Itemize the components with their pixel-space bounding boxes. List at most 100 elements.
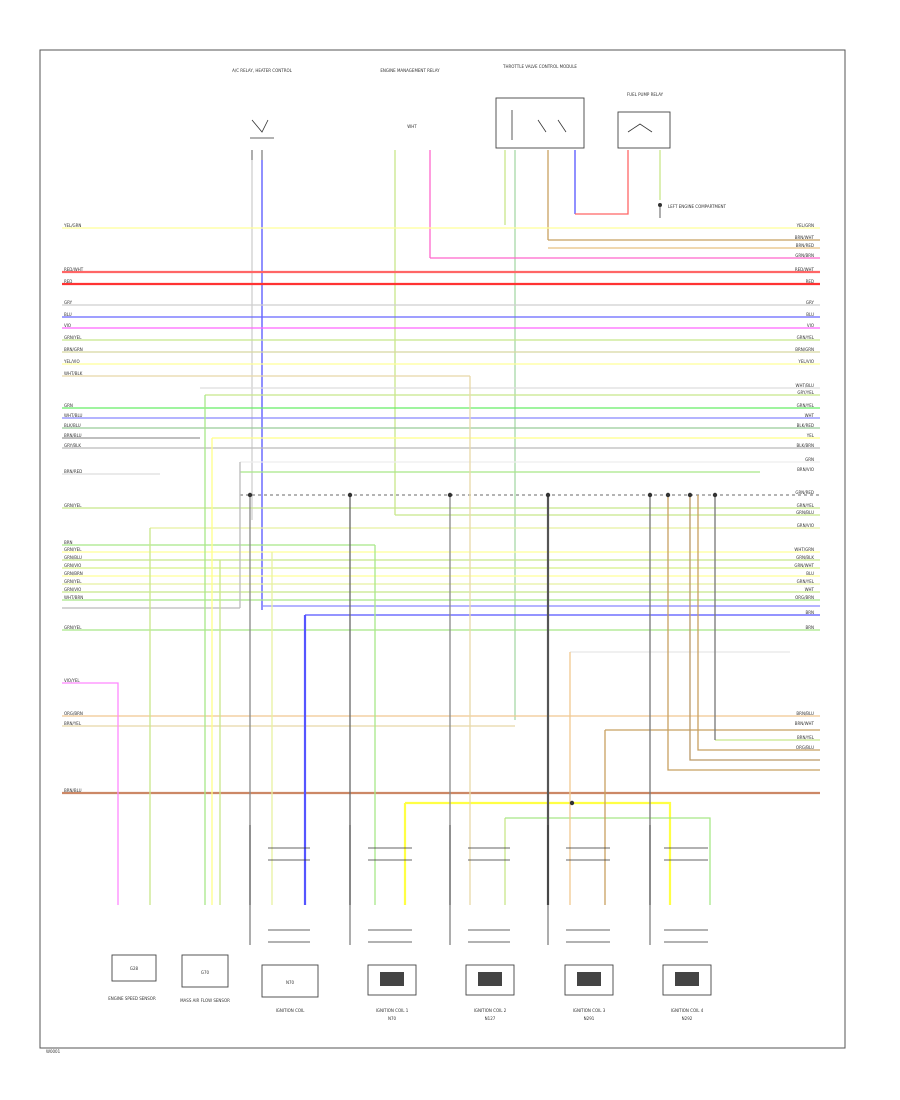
- top-component-b: ENGINE MANAGEMENT RELAY WHT: [380, 68, 440, 129]
- footer-code: W0001: [46, 1049, 61, 1054]
- left-wire-label: GRN/BRN: [64, 571, 83, 576]
- bottom-component-7-label: IGNITION COIL 4: [671, 1008, 704, 1013]
- left-wire-label: VIO/YEL: [64, 678, 80, 683]
- left-wire-label: GRN: [64, 403, 73, 408]
- right-wire-label: GRN/WHT: [794, 563, 814, 568]
- left-wire-label: BRN/RED: [64, 469, 82, 474]
- bottom-component-7: IGNITION COIL 4 N292: [649, 825, 712, 1021]
- bottom-component-3-label: IGNITION COIL: [276, 1008, 306, 1013]
- left-wire-label: RED/WHT: [64, 267, 84, 272]
- left-wire-label: WHT/BLU: [64, 413, 83, 418]
- right-wire-label: BRN/BLU: [796, 711, 814, 716]
- left-wire-label: BRN/BLU: [64, 788, 82, 793]
- left-wire-labels: YEL/GRNRED/WHTREDGRYBLUVIOGRN/YELBRN/GRN…: [63, 223, 84, 793]
- right-wire-label: ORG/BLU: [796, 745, 814, 750]
- right-wire-label: GRN/YEL: [797, 403, 815, 408]
- right-wire-label: VIO: [807, 323, 814, 328]
- bottom-component-1-label: ENGINE SPEED SENSOR: [108, 996, 156, 1001]
- bottom-component-6-label: IGNITION COIL 3: [573, 1008, 606, 1013]
- ground-symbol: LEFT ENGINE COMPARTMENT: [658, 203, 726, 218]
- bottom-component-5-label: IGNITION COIL 2: [474, 1008, 507, 1013]
- top-component-a-label: A/C RELAY, HEATER CONTROL: [232, 68, 292, 73]
- left-wire-label: VIO: [64, 323, 71, 328]
- right-wire-label: GRN/RED: [795, 490, 814, 495]
- left-wire-label: GRN/YEL: [64, 579, 82, 584]
- right-wire-label: GRN: [805, 457, 814, 462]
- junction-dots: [247, 492, 718, 806]
- left-wire-label: GRN/VIO: [64, 563, 81, 568]
- left-wire-label: GRN/BLU: [64, 555, 82, 560]
- right-wire-label: BRN/GRN: [795, 347, 814, 352]
- right-wire-label: BRN/RED: [796, 243, 814, 248]
- right-wire-label: BRN/YEL: [797, 735, 815, 740]
- bottom-component-2-label: MASS AIR FLOW SENSOR: [180, 998, 230, 1003]
- right-wire-label: BRN/VIO: [797, 467, 814, 472]
- top-component-d: FUEL PUMP RELAY: [617, 92, 671, 149]
- right-wire-label: WHT/BLU: [796, 383, 815, 388]
- right-wire-labels: YEL/GRNBRN/WHTBRN/REDGRN/BRNRED/WHTREDGR…: [794, 223, 814, 750]
- right-wire-label: GRN/BRN: [795, 253, 814, 258]
- right-wire-label: ORG/BRN: [795, 595, 814, 600]
- left-wire-label: YEL/GRN: [63, 223, 81, 228]
- right-wire-label: RED: [806, 279, 814, 284]
- diagram-frame: [39, 49, 846, 1049]
- horizontal-bus-wires: [62, 227, 820, 795]
- bottom-component-4: IGNITION COIL 1 N70: [349, 825, 417, 1021]
- svg-text:N70: N70: [388, 1016, 397, 1021]
- svg-text:G28: G28: [130, 966, 139, 971]
- top-component-d-box: [617, 111, 671, 149]
- svg-text:N292: N292: [682, 1016, 693, 1021]
- top-component-a: A/C RELAY, HEATER CONTROL: [232, 68, 293, 160]
- left-wire-label: WHT/BRN: [64, 595, 83, 600]
- top-component-b-sublabel: WHT: [407, 124, 417, 129]
- svg-text:G70: G70: [201, 970, 210, 975]
- left-wire-label: BLK/BLU: [64, 423, 81, 428]
- right-wire-label: GRY/YEL: [797, 390, 814, 395]
- left-wire-label: WHT/BLK: [64, 371, 83, 376]
- left-wire-label: BRN/BLU: [64, 433, 82, 438]
- ground-label: LEFT ENGINE COMPARTMENT: [668, 204, 726, 209]
- top-component-b-label: ENGINE MANAGEMENT RELAY: [380, 68, 440, 73]
- left-wire-label: GRN/YEL: [64, 625, 82, 630]
- right-wire-label: BRN: [805, 625, 814, 630]
- right-wire-label: GRN/BLK: [796, 555, 814, 560]
- left-wire-label: RED: [64, 279, 72, 284]
- left-drop-wires: [62, 376, 820, 905]
- right-wire-label: YEL/VIO: [797, 359, 814, 364]
- right-wire-label: GRN/YEL: [797, 503, 815, 508]
- right-wire-label: WHT: [805, 587, 815, 592]
- left-wire-label: BRN/GRN: [64, 347, 83, 352]
- left-wire-label: BLU: [64, 312, 72, 317]
- top-component-c: THROTTLE VALVE CONTROL MODULE: [495, 64, 585, 149]
- right-wire-label: BRN/WHT: [795, 721, 815, 726]
- left-wire-label: GRN/YEL: [64, 547, 82, 552]
- right-wire-label: RED/WHT: [795, 267, 815, 272]
- top-vertical-wires: [251, 150, 661, 720]
- svg-text:N70: N70: [286, 980, 295, 985]
- right-wire-label: GRY: [806, 300, 815, 305]
- left-wire-label: ORG/BRN: [64, 711, 83, 716]
- left-wire-label: BRN/YEL: [64, 721, 82, 726]
- left-wire-label: BRN: [64, 540, 73, 545]
- right-wire-label: GRN/YEL: [797, 579, 815, 584]
- left-wire-label: GRN/YEL: [64, 503, 82, 508]
- left-wire-label: GRN/YEL: [64, 335, 82, 340]
- right-wire-label: YEL: [806, 433, 815, 438]
- bottom-component-1: G28 ENGINE SPEED SENSOR: [108, 954, 157, 1001]
- right-wire-label: GRN/BLU: [796, 510, 814, 515]
- right-wire-label: GRN/VIO: [797, 523, 814, 528]
- right-wire-label: WHT: [805, 413, 815, 418]
- right-wire-label: BLU: [806, 571, 814, 576]
- svg-text:N127: N127: [485, 1016, 496, 1021]
- svg-text:N291: N291: [584, 1016, 595, 1021]
- left-wire-label: GRN/VIO: [64, 587, 81, 592]
- bottom-component-2: G70 MASS AIR FLOW SENSOR: [180, 954, 230, 1003]
- bottom-component-6: IGNITION COIL 3 N291: [547, 825, 614, 1021]
- right-wire-label: BLU: [806, 312, 814, 317]
- right-wire-label: BRN/WHT: [795, 235, 815, 240]
- right-wire-label: BLK/BRN: [797, 443, 814, 448]
- bottom-component-5: IGNITION COIL 2 N127: [449, 825, 515, 1021]
- top-component-c-label: THROTTLE VALVE CONTROL MODULE: [502, 64, 577, 69]
- left-wire-label: GRY/BLK: [64, 443, 81, 448]
- top-component-d-label: FUEL PUMP RELAY: [627, 92, 664, 97]
